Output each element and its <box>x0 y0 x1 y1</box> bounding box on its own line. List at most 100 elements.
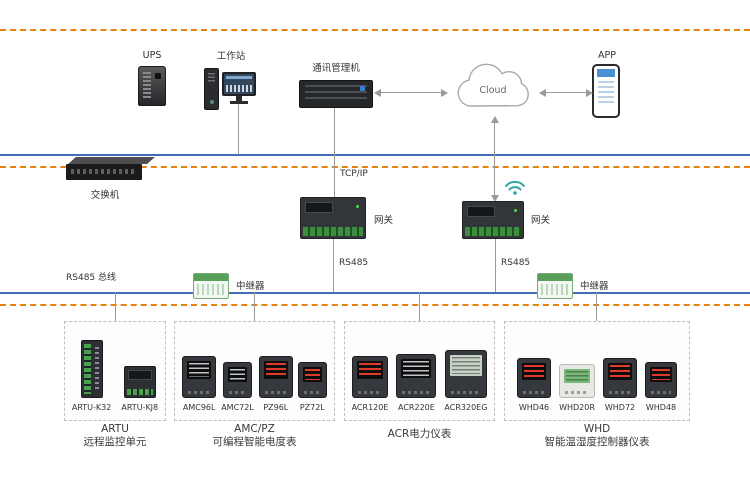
ups-label: UPS <box>142 50 162 61</box>
device-label: ARTU-KJ8 <box>121 403 159 412</box>
device-cell: ACR220E <box>396 354 437 412</box>
repeater-right-device <box>537 273 573 299</box>
device-label: AMC96L <box>182 403 216 412</box>
device-label: PZ96L <box>263 403 289 412</box>
repeater-right-label: 中继器 <box>580 281 609 292</box>
device-label: ACR320EG <box>444 403 488 412</box>
device-cell: PZ96L <box>258 356 293 412</box>
tcpip-label: TCP/IP <box>340 169 368 179</box>
group1-title: ARTU <box>101 423 129 435</box>
acr120e-device <box>352 356 388 398</box>
switch-device <box>66 164 142 180</box>
device-label: PZ72L <box>299 403 325 412</box>
whd48-device <box>645 362 677 398</box>
device-label: ACR120E <box>351 403 389 412</box>
device-cell: ARTU-KJ8 <box>121 366 158 412</box>
connector-gateway-right-bus <box>495 239 496 292</box>
monitor-screen <box>224 74 254 94</box>
device-label: WHD48 <box>645 403 677 412</box>
arrow-cloud-app <box>539 88 593 97</box>
ethernet-line <box>0 154 750 156</box>
gateway-left-label: 网关 <box>374 215 394 226</box>
bus-line-top <box>0 29 750 31</box>
device-label: ACR220E <box>398 403 435 412</box>
smartphone-device <box>592 64 620 118</box>
switch-label: 交换机 <box>90 190 120 201</box>
whd72-device <box>603 358 637 398</box>
connector-bus-group3 <box>419 292 420 322</box>
device-group-artu: ARTU-K32 ARTU-KJ8 <box>64 321 166 421</box>
connector-workstation-lan <box>238 104 239 154</box>
connector-bus-group2 <box>254 292 255 322</box>
pz96l-device <box>258 356 293 398</box>
group4-title: WHD <box>583 423 611 435</box>
artu-kj8-device <box>123 366 156 398</box>
cloud-label: Cloud <box>479 85 506 96</box>
device-cell: AMC96L <box>182 356 217 412</box>
device-cell: WHD72 <box>603 358 637 412</box>
repeater-left-device <box>193 273 229 299</box>
monitor-base <box>230 101 248 104</box>
workstation-monitor <box>222 72 256 96</box>
group3-title: ACR电力仪表 <box>387 428 452 440</box>
workstation-label: 工作站 <box>216 51 246 62</box>
arrow-server-cloud <box>374 88 448 97</box>
gateway-right-label: 网关 <box>531 215 551 226</box>
gateway-left-device <box>300 197 366 239</box>
device-cell: ACR120E <box>351 356 389 412</box>
device-label: WHD46 <box>518 403 550 412</box>
ups-device <box>138 66 166 106</box>
group2-title: AMC/PZ <box>234 423 275 435</box>
device-group-amc-pz: AMC96L AMC72L PZ96L PZ72L <box>174 321 335 421</box>
group4-caption: WHD 智能温湿度控制器仪表 <box>504 423 690 449</box>
connector-server-gateway <box>334 108 335 197</box>
group2-subtitle: 可编程智能电度表 <box>212 436 297 448</box>
artu-k32-device <box>80 340 103 398</box>
amc96l-device <box>182 356 217 398</box>
bus-line-bottom <box>0 304 750 306</box>
group1-caption: ARTU 远程监控单元 <box>64 423 166 449</box>
device-cell: WHD46 <box>517 358 551 412</box>
device-cell: AMC72L <box>221 362 254 412</box>
device-label: WHD72 <box>604 403 636 412</box>
connector-bus-group4 <box>596 292 597 322</box>
device-label: AMC72L <box>221 403 254 412</box>
app-label: APP <box>598 50 616 61</box>
amc72l-device <box>222 362 252 398</box>
rs485-bus-label: RS485 总线 <box>66 273 117 283</box>
arrow-cloud-gateway <box>490 116 499 202</box>
monitor-stand <box>236 96 242 101</box>
rs485-bus-line <box>0 292 750 294</box>
comm-manager-device <box>299 80 373 108</box>
device-cell: ARTU-K32 <box>72 340 111 412</box>
device-cell: ACR320EG <box>444 350 487 412</box>
group1-subtitle: 远程监控单元 <box>83 436 147 448</box>
acr320eg-device <box>444 350 487 398</box>
rs485-left-label: RS485 <box>339 258 369 268</box>
device-cell: WHD48 <box>645 362 677 412</box>
cloud-shape: Cloud <box>457 63 529 107</box>
whd46-device <box>517 358 551 398</box>
device-label: WHD20R <box>559 403 595 412</box>
device-cell: WHD20R <box>559 364 595 412</box>
repeater-left-label: 中继器 <box>236 281 265 292</box>
whd20r-device <box>559 364 595 398</box>
wifi-icon <box>505 180 525 195</box>
rs485-right-label: RS485 <box>501 258 531 268</box>
pz72l-device <box>297 362 327 398</box>
gateway-led <box>356 205 359 208</box>
gateway-led <box>514 209 517 212</box>
gateway-right-device <box>462 201 524 239</box>
group4-subtitle: 智能温湿度控制器仪表 <box>544 436 650 448</box>
workstation-tower <box>204 68 219 110</box>
device-group-acr: ACR120E ACR220E ACR320EG <box>344 321 495 421</box>
acr220e-device <box>396 354 437 398</box>
connector-bus-group1 <box>115 292 116 322</box>
group2-caption: AMC/PZ 可编程智能电度表 <box>174 423 335 449</box>
device-cell: PZ72L <box>297 362 327 412</box>
bus-line-mid <box>0 166 750 168</box>
connector-gateway-left-bus <box>333 239 334 292</box>
comm-manager-label: 通讯管理机 <box>312 63 360 74</box>
device-group-whd: WHD46 WHD20R WHD72 WHD48 <box>504 321 690 421</box>
